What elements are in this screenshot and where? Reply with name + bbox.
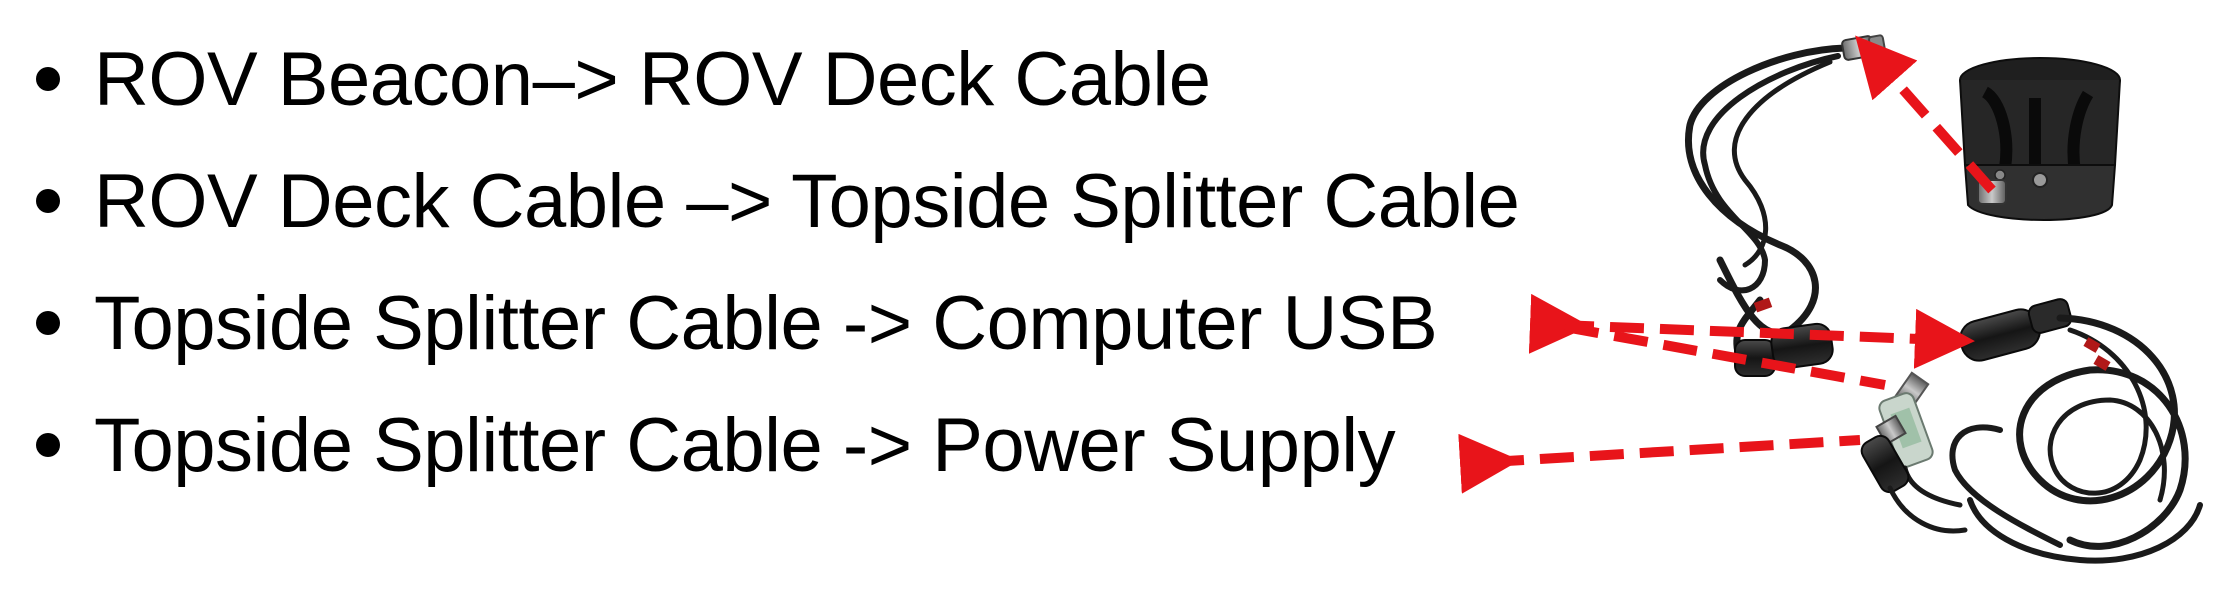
bullet-icon xyxy=(36,433,60,457)
step-splitter-to-power: Topside Splitter Cable -> Power Supply xyxy=(22,384,1582,506)
arrow-beacon-to-deck-cable xyxy=(1855,35,1996,194)
bullet-icon xyxy=(36,311,60,335)
step-text: Topside Splitter Cable -> Power Supply xyxy=(94,402,1396,488)
step-splitter-to-usb: Topside Splitter Cable -> Computer USB xyxy=(22,262,1582,384)
step-text: Topside Splitter Cable -> Computer USB xyxy=(94,280,1438,366)
bullet-icon xyxy=(36,189,60,213)
step-beacon-to-deck-cable: ROV Beacon–> ROV Deck Cable xyxy=(22,18,1582,140)
arrow-usb-to-usb-plug xyxy=(1564,322,1886,390)
bullet-icon xyxy=(36,67,60,91)
step-deck-cable-to-splitter: ROV Deck Cable –> Topside Splitter Cable xyxy=(22,140,1582,262)
splitter-cable-icon xyxy=(1860,298,2203,564)
coiled-cable-icon xyxy=(1685,34,1886,377)
step-text: ROV Deck Cable –> Topside Splitter Cable xyxy=(94,158,1520,244)
beacon-housing-icon xyxy=(1959,57,2121,221)
step-text: ROV Beacon–> ROV Deck Cable xyxy=(94,36,1211,122)
arrow-usb-to-splitter xyxy=(1528,293,1975,369)
connection-steps-list: ROV Beacon–> ROV Deck Cable ROV Deck Cab… xyxy=(22,18,1582,506)
